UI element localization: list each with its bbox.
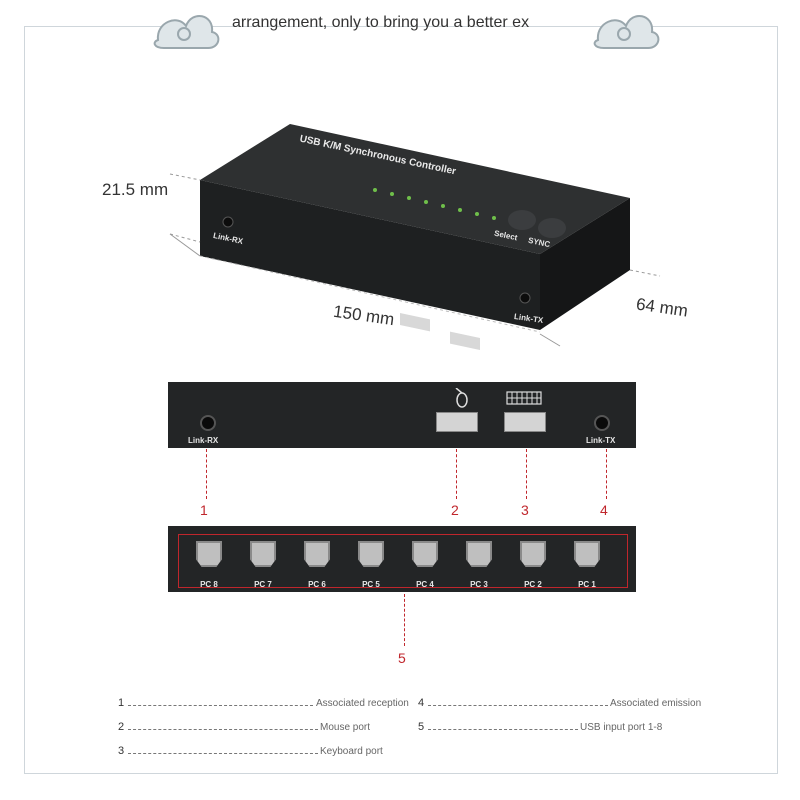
pc-port-label: PC 6	[308, 580, 326, 589]
legend-description: USB input port 1-8	[580, 722, 663, 733]
usb-port-group-outline	[178, 534, 628, 588]
usb-b-port	[466, 541, 492, 567]
legend-number: 3	[118, 745, 125, 757]
device-isometric-view	[169, 124, 661, 350]
sync-button[interactable]	[538, 218, 566, 238]
usb-b-port	[412, 541, 438, 567]
legend-leader-line	[428, 729, 578, 730]
legend-leader-line	[428, 705, 608, 706]
led-row	[373, 188, 496, 220]
usb-b-port	[304, 541, 330, 567]
device-front-face	[200, 180, 540, 330]
pc-port-label: PC 1	[578, 580, 596, 589]
link-tx-jack	[519, 292, 531, 304]
callout-2: 2	[451, 502, 459, 518]
usb-b-port	[196, 541, 222, 567]
link-rx-jack	[222, 216, 234, 228]
legend-number: 1	[118, 697, 125, 709]
callout-4: 4	[600, 502, 608, 518]
mouse-usb-port	[400, 313, 430, 332]
select-button[interactable]	[508, 210, 536, 230]
usb-b-port	[520, 541, 546, 567]
keyboard-usb-port	[450, 331, 480, 350]
callout-5: 5	[398, 650, 406, 666]
legend-description: Associated reception	[316, 698, 409, 709]
rear-link-rx-jack	[200, 415, 216, 431]
mouse-icon	[455, 388, 468, 408]
top-caption: arrangement, only to bring you a better …	[232, 14, 530, 31]
cloud-ornament-left-icon	[153, 15, 220, 49]
pc-port-label: PC 5	[362, 580, 380, 589]
rear-link-tx-label: Link-TX	[586, 436, 616, 445]
legend-leader-line	[128, 753, 318, 754]
legend-leader-line	[128, 705, 313, 706]
pc-port-label: PC 4	[416, 580, 434, 589]
legend-number: 2	[118, 721, 125, 733]
callout-1: 1	[200, 502, 208, 518]
pc-port-label: PC 8	[200, 580, 218, 589]
rear-panel	[168, 382, 636, 448]
pc-port-label: PC 7	[254, 580, 272, 589]
pc-port-label: PC 3	[470, 580, 488, 589]
usb-b-port	[574, 541, 600, 567]
legend-description: Mouse port	[320, 722, 371, 733]
legend-number: 5	[418, 721, 425, 733]
rear-link-rx-label: Link-RX	[188, 436, 219, 445]
rear-mouse-port	[436, 412, 478, 432]
legend-description: Associated emission	[610, 698, 702, 709]
legend-number: 4	[418, 697, 425, 709]
cloud-ornament-right-icon	[593, 15, 660, 49]
height-dimension: 21.5 mm	[102, 180, 169, 199]
rear-keyboard-port	[504, 412, 546, 432]
front-panel	[168, 526, 636, 592]
pc-port-label: PC 2	[524, 580, 542, 589]
legend-leader-line	[128, 729, 318, 730]
device-side-face	[540, 198, 630, 330]
legend-description: Keyboard port	[320, 746, 383, 757]
callout-3: 3	[521, 502, 529, 518]
rear-link-tx-jack	[594, 415, 610, 431]
keyboard-icon	[506, 391, 542, 405]
usb-b-port	[358, 541, 384, 567]
usb-b-port	[250, 541, 276, 567]
